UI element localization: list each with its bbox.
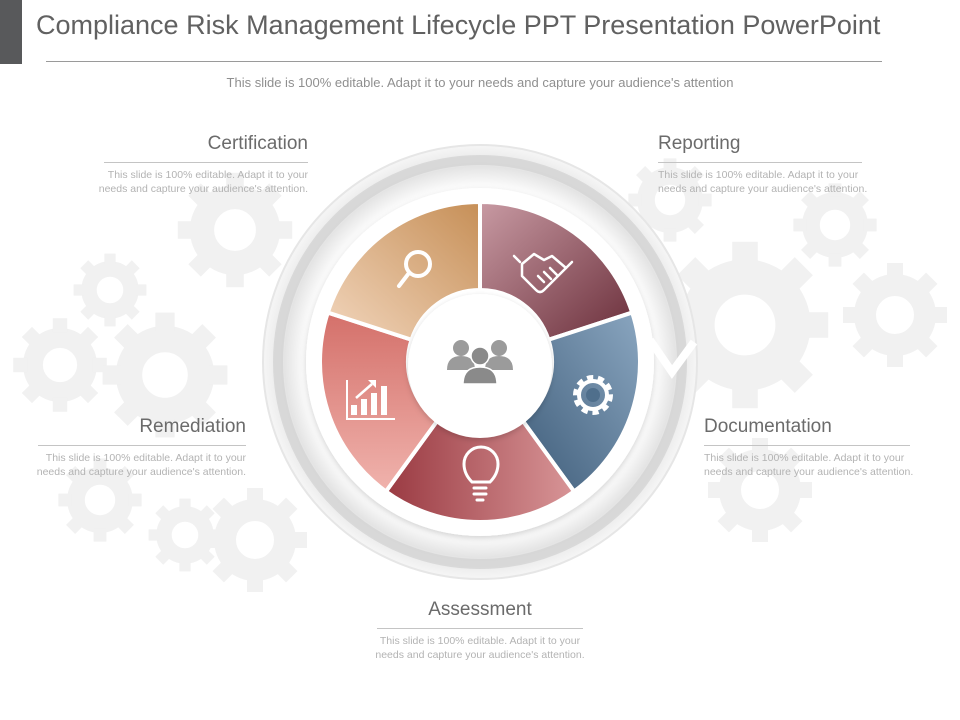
heading-divider <box>38 445 246 446</box>
segment-reporting <box>478 199 635 343</box>
gear-icon <box>573 375 613 415</box>
heading-divider <box>704 445 910 446</box>
segment-description: This slide is 100% editable. Adapt it to… <box>704 452 914 478</box>
page-subtitle: This slide is 100% editable. Adapt it to… <box>226 75 734 90</box>
segment-heading: Remediation <box>139 416 246 437</box>
title-accent-bar <box>0 0 22 64</box>
segment-certification <box>325 199 482 343</box>
segment-heading: Reporting <box>658 133 741 154</box>
heading-divider <box>104 162 308 163</box>
label-remediation: Remediation This slide is 100% editable.… <box>16 416 246 479</box>
label-reporting: Reporting This slide is 100% editable. A… <box>658 133 888 196</box>
center-hub <box>408 294 552 438</box>
lightbulb-icon <box>462 445 500 502</box>
heading-divider <box>658 162 862 163</box>
segment-heading: Certification <box>207 133 308 154</box>
segment-description: This slide is 100% editable. Adapt it to… <box>658 169 868 195</box>
segment-description: This slide is 100% editable. Adapt it to… <box>375 635 585 661</box>
handshake-icon <box>512 252 574 294</box>
people-group-icon <box>447 340 513 385</box>
label-documentation: Documentation This slide is 100% editabl… <box>704 416 934 479</box>
title-divider <box>46 61 882 62</box>
label-assessment: Assessment This slide is 100% editable. … <box>365 599 595 662</box>
label-certification: Certification This slide is 100% editabl… <box>78 133 308 196</box>
magnifier-icon <box>397 250 432 288</box>
page-title: Compliance Risk Management Lifecycle PPT… <box>36 10 881 40</box>
segment-heading: Documentation <box>704 416 832 437</box>
segment-description: This slide is 100% editable. Adapt it to… <box>98 169 308 195</box>
segment-description: This slide is 100% editable. Adapt it to… <box>36 452 246 478</box>
heading-divider <box>377 628 583 629</box>
segment-heading: Assessment <box>428 599 532 620</box>
bar-chart-growth-icon <box>346 380 395 420</box>
